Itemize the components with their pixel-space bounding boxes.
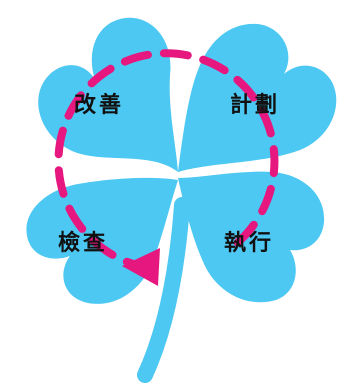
pdca-cycle-dashed-arrow	[54, 49, 279, 272]
clover-stem	[137, 197, 190, 383]
label-plan: 計劃	[230, 92, 280, 118]
label-improve: 改善	[74, 92, 124, 118]
label-do: 執行	[224, 230, 274, 256]
cycle-arrowhead-icon	[122, 248, 160, 286]
leaf-bottom-right	[178, 171, 325, 303]
label-check: 檢查	[58, 230, 108, 256]
